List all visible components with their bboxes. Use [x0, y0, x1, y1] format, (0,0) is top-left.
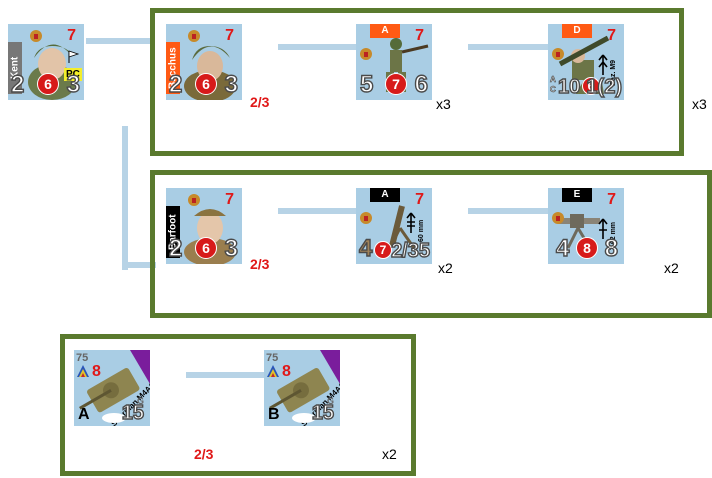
leader-morale: 7	[67, 28, 76, 44]
weapon-name: 60 mm	[418, 210, 425, 242]
command-value: 2	[169, 237, 182, 261]
unit-morale: 7	[415, 28, 424, 44]
us-eagle-icon	[28, 28, 44, 44]
unit-morale: 7	[415, 192, 424, 208]
range-value: 3	[225, 237, 238, 261]
firepower-value: 10	[558, 77, 580, 97]
tank-cost: 75	[76, 352, 88, 364]
leadership-value: 6	[195, 237, 217, 259]
tank-cost: 75	[266, 352, 278, 364]
armor-division-insignia-icon	[76, 364, 90, 378]
command-value: 2	[169, 73, 182, 97]
machine-gun-counter[interactable]: E 7 7.62 mm 4 8 8	[548, 188, 624, 264]
leadership-value: 6	[195, 73, 217, 95]
range-value: 2/35	[391, 241, 430, 261]
unit-type-tab: A	[370, 188, 400, 202]
kent-leader-counter[interactable]: Kent 7 PC 2 6 3	[8, 24, 84, 100]
us-eagle-icon	[186, 28, 202, 44]
range-value: 8	[605, 237, 618, 261]
armor-division-insignia-icon	[266, 364, 280, 378]
unit-morale: 7	[607, 28, 616, 44]
unit-multiplier: x2	[664, 260, 679, 276]
unit-morale: 7	[607, 192, 616, 208]
unit-type-tab: E	[562, 188, 592, 202]
tank-morale: 8	[282, 364, 291, 380]
us-eagle-icon	[358, 210, 374, 226]
defense-value: 7	[385, 73, 407, 95]
weapon-up-arrow-icon	[406, 212, 416, 234]
bacchus-leader-counter[interactable]: Bacchus 7 2 6 3	[166, 24, 242, 100]
tank-id-letter: B	[268, 406, 280, 424]
range-value: 6	[415, 73, 428, 97]
defense-value: 8	[576, 237, 598, 259]
squad-ratio: 2/3	[194, 446, 213, 462]
rifle-squad-counter[interactable]: A 7 5 7 6	[356, 24, 432, 100]
unit-multiplier: x3	[692, 96, 707, 112]
unit-multiplier: x2	[438, 260, 453, 276]
fp-prefix-c: C	[550, 85, 556, 94]
connector-vertical	[122, 126, 128, 270]
firepower-value: 4	[359, 237, 372, 261]
bazooka-team-counter[interactable]: D 7 Baz. M9 A C 10 6 1(2)	[548, 24, 624, 100]
tank-morale: 8	[92, 364, 101, 380]
flag-icon	[68, 50, 80, 64]
connector-kent-box1	[86, 38, 152, 44]
us-eagle-icon	[186, 192, 202, 208]
range-value: 3	[67, 73, 80, 97]
unit-multiplier: x2	[382, 446, 397, 462]
us-eagle-icon	[550, 46, 566, 62]
weapon-up-arrow-icon	[598, 54, 608, 76]
command-value: 2	[11, 73, 24, 97]
firepower-value: 5	[360, 73, 373, 97]
tank-counter-a[interactable]: 75 8 Sherman M4A1 A G 15	[74, 350, 150, 426]
armor-value: 15	[122, 403, 144, 423]
leader-morale: 7	[225, 28, 234, 44]
unit-multiplier: x3	[436, 96, 451, 112]
leadership-value: 6	[37, 73, 59, 95]
barfoot-leader-counter[interactable]: Barfoot 7 2 6 3	[166, 188, 242, 264]
us-eagle-icon	[358, 46, 374, 62]
armor-value: 15	[312, 403, 334, 423]
range-value: 1(2)	[586, 77, 622, 97]
tank-id-letter: A	[78, 406, 90, 424]
mortar-team-counter[interactable]: A 7 60 mm 4 7 2/35	[356, 188, 432, 264]
firepower-value: 4	[556, 237, 569, 261]
squad-ratio: 2/3	[250, 94, 269, 110]
tank-counter-b[interactable]: 75 8 Sherman M4A1 B G 15	[264, 350, 340, 426]
unit-type-tab: A	[370, 24, 400, 38]
leader-morale: 7	[225, 192, 234, 208]
squad-ratio: 2/3	[250, 256, 269, 272]
us-eagle-icon	[550, 210, 566, 226]
unit-type-tab: D	[562, 24, 592, 38]
range-value: 3	[225, 73, 238, 97]
fp-prefix-a: A	[550, 75, 556, 84]
defense-value: 7	[374, 241, 392, 259]
